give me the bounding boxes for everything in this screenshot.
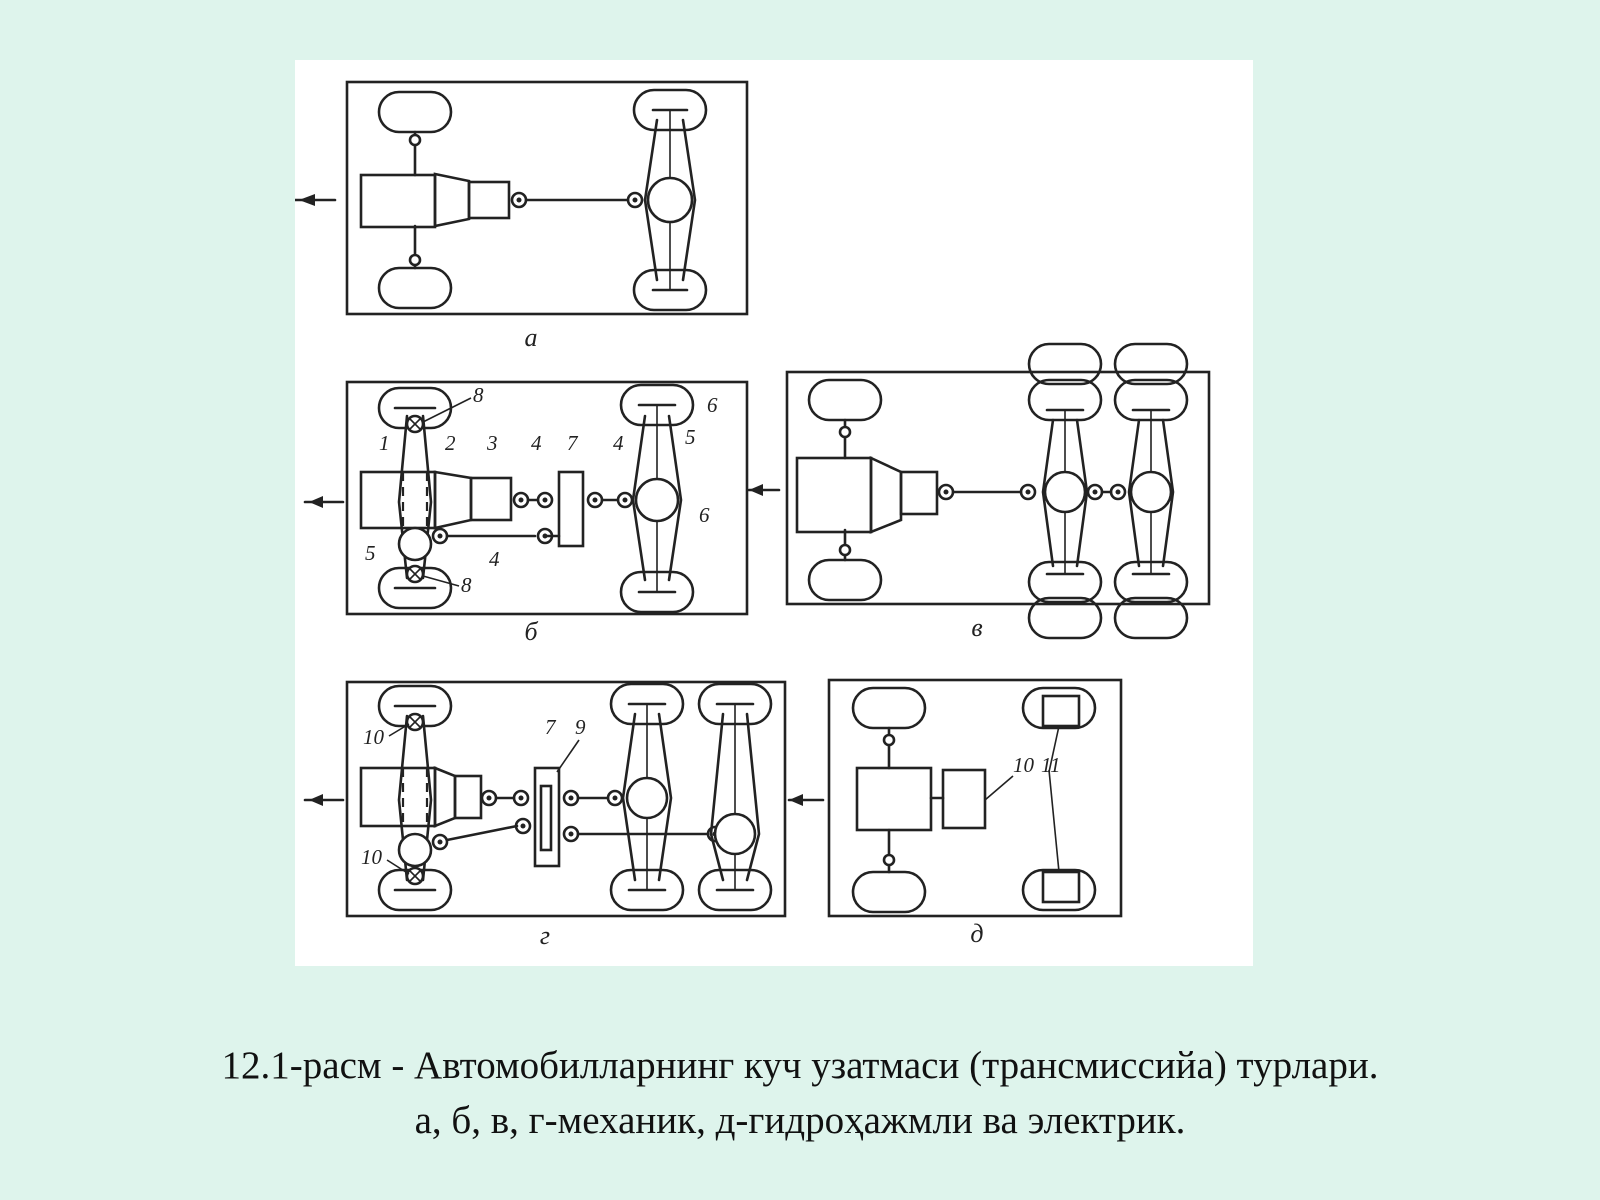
panel-v-mid-differential [1043, 470, 1087, 514]
panel-g-mid-differential [625, 776, 669, 820]
panel-b-label: б [524, 617, 538, 646]
label-5-b: 5 [365, 541, 376, 565]
panel-g-transfer-case [533, 766, 561, 868]
label-6-a: 6 [707, 393, 718, 417]
panel-b-rear-differential [634, 477, 680, 523]
panel-g: 10 10 7 9 г [303, 680, 787, 950]
panel-a: а [295, 80, 749, 352]
label-10: 10 [1013, 753, 1035, 777]
panel-g-rear-differential [713, 812, 757, 856]
panel-b: 1 2 3 4 7 4 6 5 6 5 4 8 8 б [303, 380, 749, 646]
label-4-a: 4 [531, 431, 542, 455]
panel-d: 10 11 д [787, 678, 1123, 948]
label-6-b: 6 [699, 503, 710, 527]
panel-v-label: в [971, 613, 982, 642]
panel-d-frame [827, 678, 1123, 918]
panel-a-label: а [525, 323, 538, 352]
panel-v-clutch [869, 455, 903, 534]
panel-d-motor-bottom [1041, 870, 1081, 904]
figure-svg: а [295, 60, 1253, 966]
panel-v: в [747, 342, 1211, 642]
figure-caption-line-1: 12.1-расм - Автомобилларнинг куч узатмас… [221, 1044, 1379, 1087]
panel-g-label: г [540, 921, 550, 950]
label-8-b: 8 [461, 573, 472, 597]
label-3: 3 [486, 431, 498, 455]
panel-v-gearbox [899, 470, 939, 516]
panel-a-gearbox [467, 180, 511, 220]
panel-a-differential [646, 176, 694, 224]
panel-g-frame [345, 680, 787, 918]
label-8-a: 8 [473, 383, 484, 407]
panel-d-label: д [970, 919, 983, 948]
panel-b-transfer-case [557, 470, 585, 548]
label-9: 9 [575, 715, 586, 739]
panel-v-frame [785, 370, 1211, 606]
panel-v-rear-differential [1129, 470, 1173, 514]
figure-caption-line-2: а, б, в, г-механик, д-гидроҳажмли ва эле… [414, 1099, 1186, 1142]
label-10-b: 10 [361, 845, 383, 869]
label-10-a: 10 [363, 725, 385, 749]
panel-b-gearbox [469, 476, 513, 522]
label-2: 2 [445, 431, 456, 455]
transmission-figure: а [295, 60, 1253, 966]
label-5-a: 5 [685, 425, 696, 449]
label-4-c: 4 [489, 547, 500, 571]
label-4-b: 4 [613, 431, 624, 455]
panel-b-front-differential [397, 526, 433, 562]
label-7: 7 [545, 715, 557, 739]
panel-d-motor-top [1041, 694, 1081, 728]
figure-paper [295, 60, 1253, 966]
panel-b-frame [345, 380, 749, 616]
label-7: 7 [567, 431, 579, 455]
label-11: 11 [1041, 753, 1060, 777]
panel-a-frame [345, 80, 749, 316]
label-1: 1 [379, 431, 390, 455]
panel-g-differential-lock [539, 784, 553, 852]
panel-g-front-differential [397, 832, 433, 868]
